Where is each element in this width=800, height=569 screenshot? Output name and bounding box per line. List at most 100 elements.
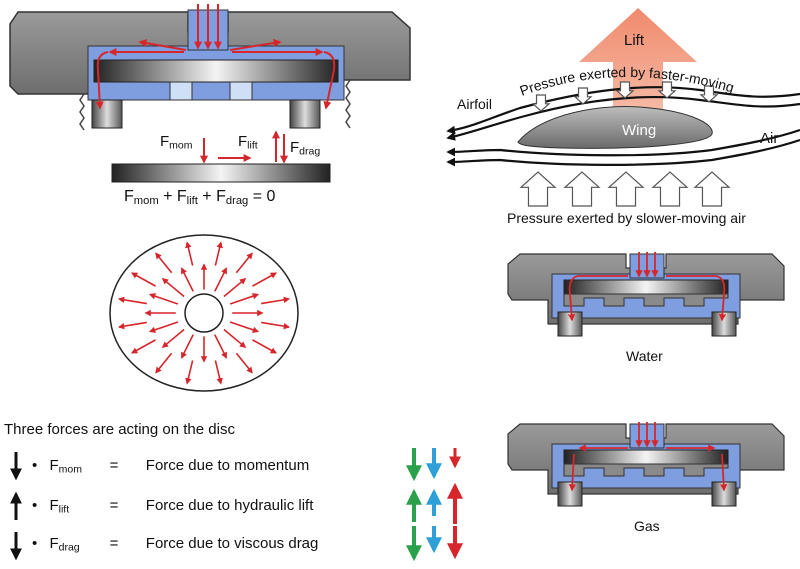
up-pressure-arrow bbox=[607, 171, 645, 207]
disc-center-hole bbox=[184, 293, 224, 333]
eq-f3-sub: drag bbox=[225, 194, 249, 207]
eq-f2: F bbox=[176, 188, 187, 205]
port-1 bbox=[169, 81, 193, 101]
radial-flow-arrow bbox=[261, 321, 291, 330]
down-pressure-arrow bbox=[615, 81, 635, 99]
radial-flow-arrow bbox=[229, 293, 260, 305]
legend-heading: Three forces are acting on the disc bbox=[4, 421, 235, 438]
valve-threads bbox=[345, 79, 351, 129]
radial-flow-arrow bbox=[214, 360, 223, 385]
radial-flow-disc bbox=[109, 234, 299, 392]
seat-left bbox=[91, 99, 123, 129]
radial-arrows bbox=[117, 241, 291, 385]
down-pressure-arrow bbox=[531, 94, 551, 112]
radial-flow-arrow bbox=[117, 296, 147, 305]
flift-base: F bbox=[238, 133, 248, 150]
fmom-sub: mom bbox=[169, 139, 193, 152]
legend-row-lift: • Flift = Force due to hydraulic lift bbox=[32, 497, 313, 516]
lift-arrow bbox=[579, 8, 697, 126]
radial-flow-arrow bbox=[214, 267, 228, 292]
water-disc-teeth bbox=[563, 293, 729, 307]
legend-row-drag: • Fdrag = Force due to viscous drag bbox=[32, 535, 318, 554]
legend-sym: F bbox=[49, 457, 59, 474]
water-valve bbox=[507, 252, 785, 337]
eq-plus-2: + bbox=[197, 188, 217, 205]
airfoil-diagram bbox=[446, 8, 800, 207]
radial-flow-arrow bbox=[235, 252, 253, 274]
label-flift: Flift bbox=[238, 133, 258, 152]
legend-sym-sub: drag bbox=[58, 541, 80, 554]
water-label: Water bbox=[626, 348, 663, 364]
gas-disc-teeth bbox=[563, 463, 729, 477]
radial-flow-arrow bbox=[229, 321, 260, 333]
radial-flow-arrow bbox=[161, 328, 185, 349]
lift-label: Lift bbox=[624, 32, 645, 49]
gas-flow-arrows bbox=[568, 422, 728, 492]
radial-flow-arrow bbox=[261, 296, 291, 305]
valve-disc bbox=[93, 59, 339, 83]
eq-plus-1: + bbox=[158, 188, 177, 205]
fdrag-sub: drag bbox=[299, 145, 321, 158]
legend-sym: F bbox=[49, 535, 59, 552]
gas-disc bbox=[563, 449, 729, 465]
fdrag-base: F bbox=[290, 139, 300, 156]
eq-f2-sub: lift bbox=[186, 194, 198, 207]
legend-bullet: • bbox=[32, 457, 38, 474]
radial-flow-arrow bbox=[223, 277, 247, 298]
radial-flow-arrow bbox=[180, 267, 194, 292]
radial-flow-arrow bbox=[161, 277, 185, 298]
radial-flow-arrow bbox=[223, 328, 247, 349]
wing-shape bbox=[517, 106, 713, 149]
bottom-pressure-arrows bbox=[519, 171, 731, 207]
radial-flow-arrow bbox=[130, 339, 156, 354]
force-diagram bbox=[111, 130, 331, 183]
legend-desc: Force due to momentum bbox=[145, 457, 310, 474]
legend-bullet: • bbox=[32, 497, 38, 514]
water-disc bbox=[563, 279, 729, 295]
legend-sym: F bbox=[49, 497, 59, 514]
legend-sym-sub: mom bbox=[58, 463, 82, 476]
water-flow-arrows bbox=[567, 252, 727, 322]
flift-sub: lift bbox=[247, 139, 258, 152]
radial-flow-arrow bbox=[214, 334, 228, 359]
down-pressure-arrow bbox=[657, 81, 677, 99]
port-2 bbox=[229, 81, 253, 101]
down-pressure-arrow bbox=[699, 85, 719, 103]
main-valve bbox=[9, 4, 411, 131]
airfoil-label: Airfoil bbox=[457, 96, 493, 112]
fmom-base: F bbox=[160, 133, 170, 150]
legend-desc: Force due to viscous drag bbox=[145, 535, 319, 552]
up-pressure-arrow bbox=[693, 171, 731, 207]
eq-rhs: = 0 bbox=[248, 188, 276, 205]
radial-flow-arrow bbox=[214, 241, 223, 266]
radial-flow-arrow bbox=[148, 321, 179, 333]
up-pressure-arrow bbox=[563, 171, 601, 207]
eq-f1-sub: mom bbox=[133, 194, 159, 207]
radial-flow-arrow bbox=[180, 334, 194, 359]
comparison-arrows bbox=[406, 448, 463, 562]
force-disc bbox=[111, 163, 331, 183]
radial-flow-arrow bbox=[252, 339, 278, 354]
bottom-pressure-label: Pressure exerted by slower-moving air bbox=[507, 210, 746, 226]
down-pressure-arrow bbox=[573, 87, 593, 105]
radial-flow-arrow bbox=[148, 293, 179, 305]
legend-desc: Force due to hydraulic lift bbox=[145, 497, 314, 514]
eq-f1: F bbox=[124, 188, 134, 205]
radial-flow-arrow bbox=[185, 241, 194, 266]
legend-bullet: • bbox=[32, 535, 38, 552]
legend-sym-sub: lift bbox=[58, 503, 70, 516]
gas-label: Gas bbox=[634, 518, 660, 534]
legend-equals: = bbox=[109, 535, 119, 552]
top-pressure-arrows bbox=[531, 81, 719, 112]
wing-label: Wing bbox=[622, 122, 657, 139]
radial-flow-arrow bbox=[155, 252, 173, 274]
legend-equals: = bbox=[109, 457, 119, 474]
radial-flow-arrow bbox=[130, 272, 156, 287]
legend-row-mom: • Fmom = Force due to momentum bbox=[32, 457, 309, 476]
radial-flow-arrow bbox=[117, 321, 147, 330]
seat-right bbox=[289, 99, 321, 129]
radial-flow-arrow bbox=[185, 360, 194, 385]
label-fmom: Fmom bbox=[160, 133, 193, 152]
force-equation: Fmom + Flift + Fdrag = 0 bbox=[124, 188, 275, 207]
